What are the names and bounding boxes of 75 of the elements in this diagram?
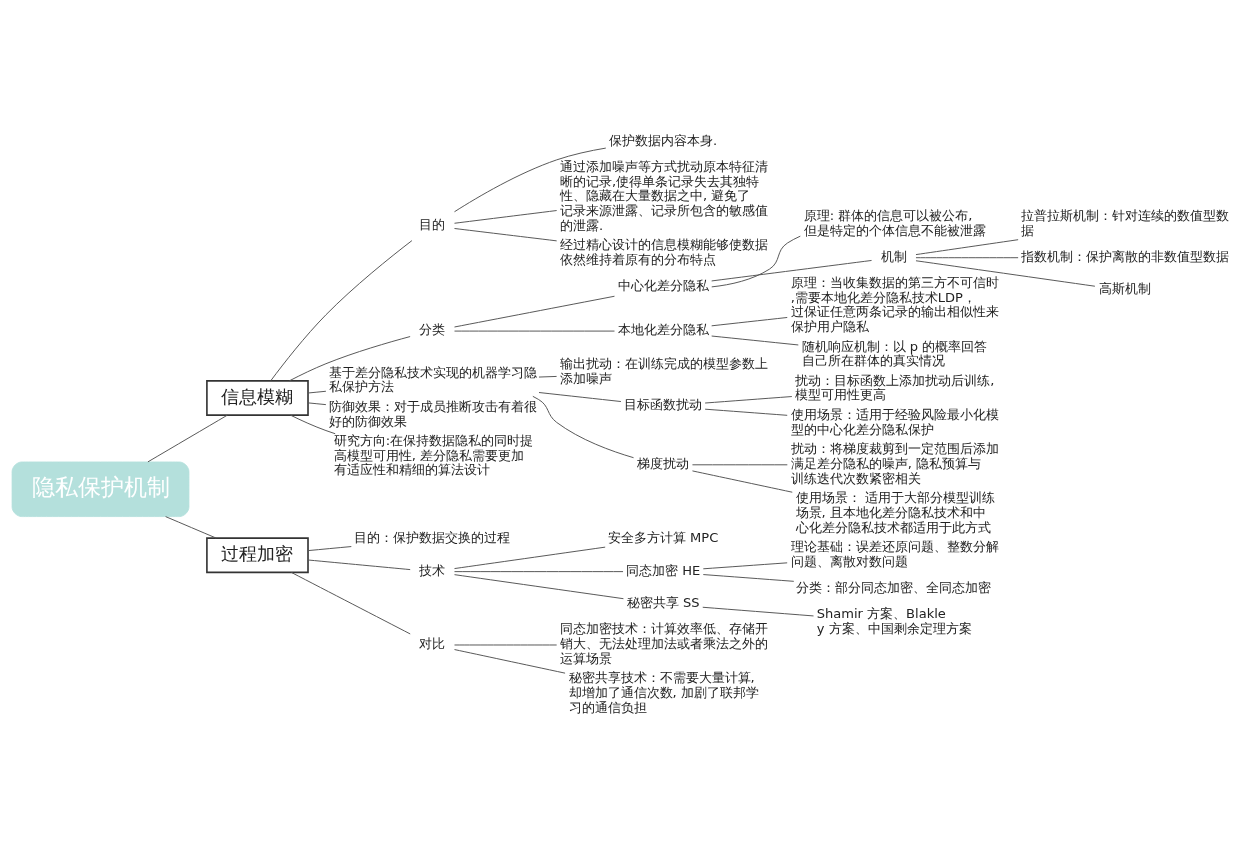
node-text: 经过精心设计的信息模糊能够使数据依然维持着原有的分布特点: [559, 236, 768, 267]
connector: [711, 316, 788, 326]
connector: [915, 259, 1096, 287]
node-text: 高斯机制: [1098, 280, 1151, 296]
node-text: 同态加密 HE: [625, 562, 701, 578]
connector: [702, 573, 795, 582]
node-text: 使用场景： 适用于大部分模型训练场景, 且本地化差分隐私技术和中心化差分隐私技术都适用于此方式: [795, 489, 995, 534]
node-box: 过程加密: [206, 536, 309, 573]
node-text: Shamir 方案、Blakley 方案、中国剩余定理方案: [816, 605, 972, 636]
connector: [307, 390, 327, 393]
node-text: 技术: [419, 562, 446, 578]
connector: [702, 606, 814, 616]
node-text: 通过添加噪声等方式扰动原本特征清晰的记录,使得单条记录失去其独特性、隐藏在大量数据之中, 避免了记录来源泄露、记录所包含的敏感值的泄露.: [559, 158, 768, 233]
connector: [454, 648, 566, 674]
node-text: 拉普拉斯机制：针对连续的数值型数据: [1021, 207, 1230, 238]
connector: [288, 335, 411, 381]
node-text: 使用场景：适用于经验风险最小化模型的中心化差分隐私保护: [790, 406, 999, 437]
node-text: 安全多方计算 MPC: [607, 529, 719, 545]
node-text: 梯度扰动: [637, 455, 690, 471]
node-text: 目的: [419, 216, 446, 232]
connector: [711, 235, 801, 287]
connector: [702, 561, 788, 569]
node-text: 原理：当收集数据的第三方不可信时,需要本地化差分隐私技术LDP，过保证任意两条记录的输出相似性来保护用户隐私: [790, 274, 999, 334]
node-text: 基于差分隐私技术实现的机器学习隐私保护方法: [329, 364, 538, 394]
connector: [691, 469, 793, 493]
connector: [454, 227, 558, 241]
connector: [147, 414, 228, 462]
node-text: 扰动：将梯度裁剪到一定范围后添加满足差分隐私的噪声, 隐私预算与训练迭代次数紧密相关: [790, 440, 999, 486]
connector: [307, 545, 352, 551]
node-text: 保护数据内容本身.: [609, 132, 718, 148]
connector: [454, 644, 558, 645]
node-text: 理论基础：误差还原问题、整数分解问题、离散对数问题: [790, 538, 999, 569]
connector: [915, 238, 1019, 255]
node-text: 分类: [419, 321, 446, 337]
node-text: 机制: [880, 248, 907, 264]
node-text: 同态加密技术：计算效率低、存储开销大、无法处理加法或者乘法之外的运算场景: [559, 620, 768, 666]
connector: [291, 571, 411, 634]
node-text: 防御效果：对于成员推断攻击有着很好的防御效果: [329, 398, 538, 429]
connector: [289, 414, 336, 434]
connector: [538, 375, 558, 378]
connector: [454, 573, 624, 599]
node-box: 隐私保护机制: [11, 461, 190, 517]
connector: [691, 463, 788, 465]
connector: [454, 570, 624, 572]
connector: [704, 395, 793, 403]
node-text: 输出扰动：在训练完成的模型参数上添加噪声: [559, 355, 768, 386]
node-text: 中心化差分隐私: [617, 277, 709, 293]
node-text: 目的：保护数据交换的过程: [354, 529, 511, 545]
connector: [307, 559, 411, 570]
node-text: 本地化差分隐私: [617, 321, 709, 337]
node-text: 指数机制：保护离散的非数值型数据: [1020, 248, 1229, 264]
node-text: 随机响应机制：以 p 的概率回答自己所在群体的真实情况: [801, 338, 988, 368]
node-text: 分类：部分同态加密、全同态加密: [796, 579, 992, 595]
connector: [711, 259, 873, 281]
connector: [532, 395, 635, 458]
node-box: 信息模糊: [206, 379, 309, 416]
connector: [307, 401, 327, 405]
connector: [270, 239, 413, 381]
connector: [165, 515, 217, 539]
node-text: 秘密共享 SS: [626, 594, 700, 610]
connector: [915, 256, 1019, 258]
node-text: 目标函数扰动: [624, 396, 703, 412]
node-text: 扰动：目标函数上添加扰动后训练, 模型可用性更高: [795, 372, 995, 402]
connector: [454, 147, 607, 212]
connector: [454, 330, 615, 332]
connector: [454, 295, 615, 327]
connector: [454, 546, 606, 569]
connector: [454, 209, 558, 224]
node-text: 对比: [419, 635, 446, 651]
connector: [704, 408, 788, 416]
node-text: 研究方向:在保持数据隐私的同时提高模型可用性, 差分隐私需要更加有适应性和精细的算法设计: [333, 432, 534, 477]
connector: [538, 391, 622, 402]
node-text: 秘密共享技术：不需要大量计算, 却增加了通信次数, 加剧了联邦学习的通信负担: [568, 669, 759, 715]
node-text: 原理: 群体的信息可以被公布, 但是特定的个体信息不能被泄露: [803, 207, 986, 238]
connector: [711, 335, 799, 345]
